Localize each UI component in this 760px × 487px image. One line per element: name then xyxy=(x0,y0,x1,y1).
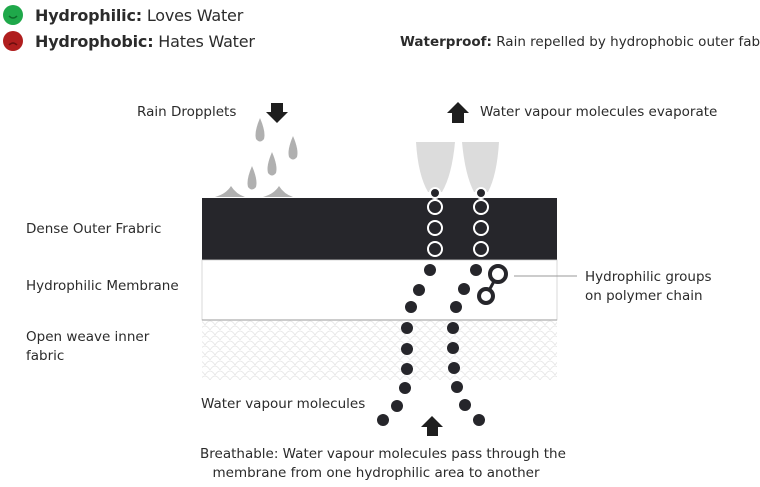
molecule xyxy=(427,220,443,236)
hydrophilic-groups-line1: Hydrophilic groups xyxy=(585,269,712,285)
inner-fabric-label: Open weave inner fabric xyxy=(26,329,149,364)
molecule xyxy=(473,199,489,215)
molecule xyxy=(447,342,459,354)
molecule xyxy=(413,284,425,296)
hydrophobic-desc: Hates Water xyxy=(153,31,255,51)
breathable-caption: Breathable: Water vapour molecules pass … xyxy=(200,446,566,481)
breathable-line2: membrane from one hydrophilic area to an… xyxy=(212,465,540,481)
hydrophilic-desc: Loves Water xyxy=(141,5,244,25)
legend-hydrophilic: Hydrophilic: Loves Water xyxy=(3,5,243,25)
molecule xyxy=(473,241,489,257)
splash xyxy=(215,186,245,197)
membrane-label: Hydrophilic Membrane xyxy=(26,278,179,294)
molecule xyxy=(399,382,411,394)
vapour-plume-right xyxy=(462,142,499,192)
arrow-up-icon xyxy=(447,102,469,123)
molecule xyxy=(450,301,462,313)
molecule xyxy=(470,264,482,276)
outer-fabric-label: Dense Outer Frabric xyxy=(26,221,162,237)
vapour-plume-left xyxy=(416,142,455,192)
hydrophilic-smiley-icon xyxy=(3,5,23,25)
hydrophobic-path-molecules xyxy=(427,187,489,257)
raindrop xyxy=(247,166,257,190)
hydrophobic-sad-icon xyxy=(3,31,23,51)
raindrop xyxy=(267,152,277,176)
raindrop xyxy=(288,136,298,160)
molecule xyxy=(458,283,470,295)
rain-droplets xyxy=(215,118,298,197)
waterproof-desc: Rain repelled by hydrophobic outer fabri… xyxy=(491,34,760,50)
molecule xyxy=(475,187,487,199)
molecule xyxy=(424,264,436,276)
vapour-molecules xyxy=(377,264,485,426)
hydrophilic-site xyxy=(488,264,508,284)
arrow-up-icon xyxy=(421,416,443,436)
molecule xyxy=(401,322,413,334)
hydrophilic-groups-label: Hydrophilic groups on polymer chain xyxy=(585,269,712,304)
outer-fabric-layer xyxy=(202,198,557,260)
molecule xyxy=(459,399,471,411)
vapour-label: Water vapour molecules xyxy=(201,396,366,412)
hydrophobic-term: Hydrophobic: xyxy=(35,31,154,51)
arrow-down-icon xyxy=(266,103,288,123)
breathable-line1: Breathable: Water vapour molecules pass … xyxy=(200,446,566,462)
molecule xyxy=(427,241,443,257)
molecule xyxy=(401,363,413,375)
splash xyxy=(263,186,293,197)
hydrophilic-term: Hydrophilic: xyxy=(35,5,142,25)
molecule xyxy=(405,301,417,313)
molecule xyxy=(451,381,463,393)
molecule xyxy=(473,414,485,426)
molecule xyxy=(429,187,441,199)
waterproof-note: Waterproof: Rain repelled by hydrophobic… xyxy=(400,34,760,50)
molecule xyxy=(427,199,443,215)
hydrophilic-group xyxy=(477,264,508,305)
molecule xyxy=(391,400,403,412)
hydrophilic-site xyxy=(477,287,495,305)
molecule xyxy=(447,322,459,334)
hydrophilic-groups-line2: on polymer chain xyxy=(585,288,703,304)
inner-fabric-label-line2: fabric xyxy=(26,348,65,364)
molecule xyxy=(448,362,460,374)
waterproof-term: Waterproof: xyxy=(400,34,492,50)
legend-hydrophobic: Hydrophobic: Hates Water xyxy=(3,31,255,51)
inner-fabric-layer xyxy=(202,320,557,380)
molecule xyxy=(401,343,413,355)
raindrop xyxy=(255,118,265,142)
molecule xyxy=(377,414,389,426)
evaporate-label: Water vapour molecules evaporate xyxy=(480,104,718,120)
molecule xyxy=(473,220,489,236)
rain-label: Rain Dropplets xyxy=(137,104,237,120)
inner-fabric-label-line1: Open weave inner xyxy=(26,329,150,345)
